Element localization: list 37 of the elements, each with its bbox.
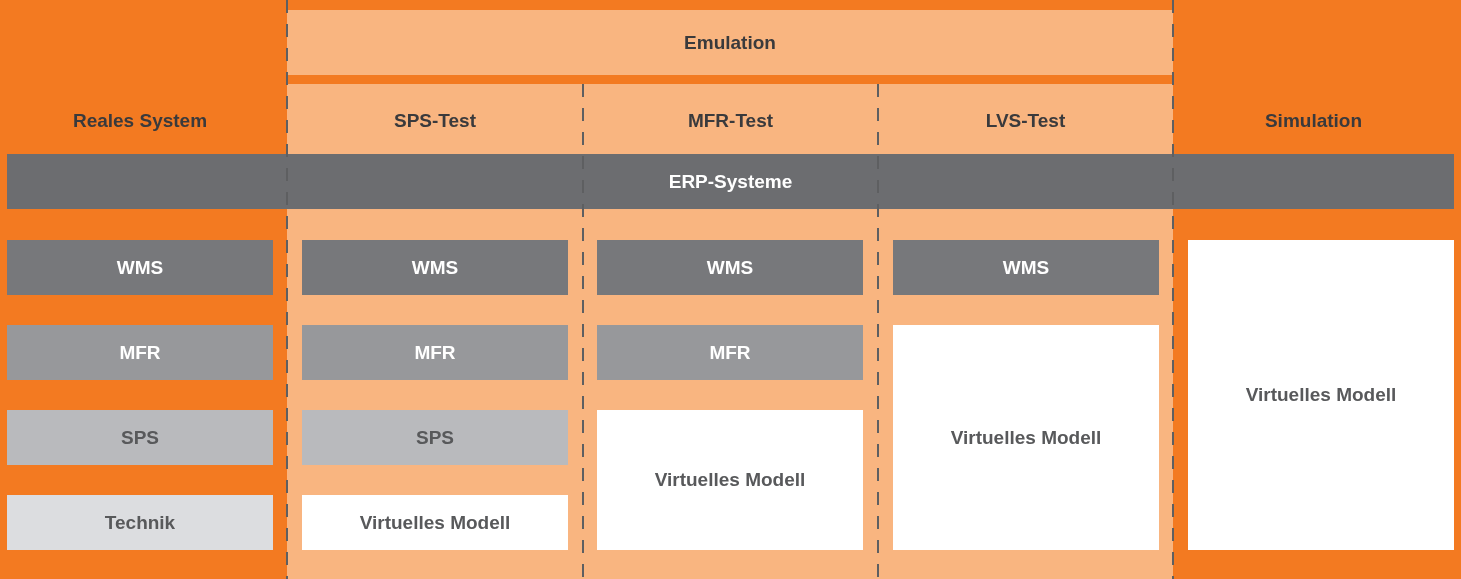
- box-label: WMS: [411, 256, 459, 279]
- box-label: Virtuelles Modell: [654, 469, 806, 491]
- layer-box: [7, 495, 273, 550]
- layer-box: [597, 325, 863, 380]
- model-box: [1188, 240, 1454, 550]
- layer-box: [7, 240, 273, 295]
- box-label: SPS: [121, 426, 159, 449]
- layer-box: [597, 240, 863, 295]
- box-label: Virtuelles Modell: [359, 511, 511, 534]
- layer-box: [893, 240, 1159, 295]
- box-label: Virtuelles Modell: [950, 426, 1102, 449]
- column-heading: LVS-Test: [984, 109, 1067, 133]
- box-label: SPS: [416, 426, 454, 449]
- box-label: MFR: [119, 341, 161, 364]
- column-heading: MFR-Test: [686, 109, 775, 133]
- emulation-band: [287, 10, 1173, 75]
- box-label: WMS: [706, 256, 754, 279]
- box-label: WMS: [1002, 256, 1050, 279]
- box-label: WMS: [116, 256, 164, 279]
- layer-box: [302, 325, 568, 380]
- model-box: [597, 410, 863, 550]
- layer-box: [302, 240, 568, 295]
- model-box: [893, 325, 1159, 550]
- box-label: Virtuelles Modell: [1245, 384, 1397, 406]
- box-label: Technik: [104, 511, 176, 534]
- layer-box: [7, 410, 273, 465]
- box-label: Emulation: [684, 31, 776, 54]
- column-heading: Reales System: [71, 109, 209, 133]
- box-label: ERP-Systeme: [668, 170, 793, 193]
- column-heading: Simulation: [1263, 109, 1364, 133]
- box-label: MFR: [709, 341, 751, 364]
- erp-bar: [7, 154, 1454, 209]
- model-box: [302, 495, 568, 550]
- column-heading: SPS-Test: [393, 109, 477, 133]
- layer-box: [302, 410, 568, 465]
- layer-box: [7, 325, 273, 380]
- box-label: MFR: [414, 341, 456, 364]
